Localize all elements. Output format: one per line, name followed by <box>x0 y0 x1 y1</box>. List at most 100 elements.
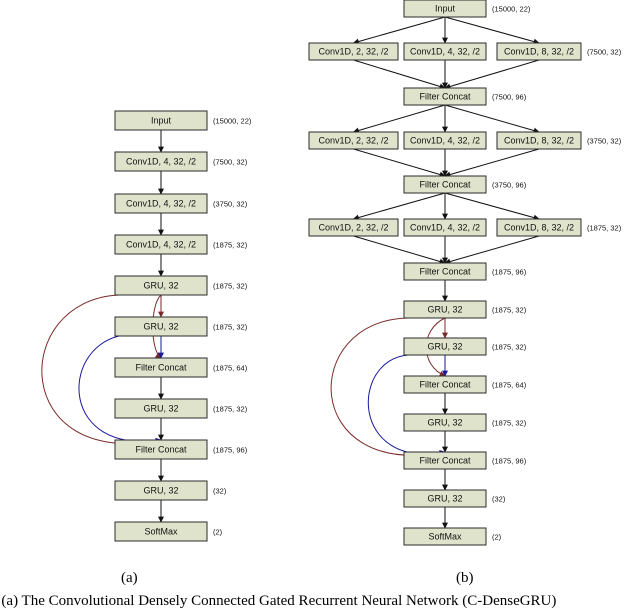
node-box <box>114 193 208 214</box>
edge-b-c1a-to-b-fc1 <box>353 59 446 90</box>
node-a-conv2: Conv1D, 4, 32, /2 (3750, 32) <box>114 193 248 214</box>
node-box <box>114 357 208 378</box>
node-b-fc1: Filter Concat(7500, 96) <box>403 87 527 106</box>
nodes-layer: Input (15000, 22) Conv1D, 4, 32, /2 (7500, … <box>114 0 622 546</box>
node-label: Conv1D, 4, 32, /2 <box>126 240 196 250</box>
node-label: GRU, 32 <box>427 494 462 504</box>
edge-b-fc1-to-b-c2a <box>352 104 446 134</box>
node-box <box>403 451 487 470</box>
edge-b-c3a-to-b-fc3 <box>353 235 446 265</box>
node-box <box>403 131 487 150</box>
edge-b-fc2-to-b-c3a <box>352 192 446 221</box>
node-box <box>114 151 208 172</box>
node-b-input: Input(15000, 22) <box>403 0 531 18</box>
shape-label: (15000, 22) <box>492 5 531 14</box>
shape-label: (1875, 32) <box>492 306 527 315</box>
node-b-c1a: Conv1D, 2, 32, /2 <box>308 42 399 61</box>
edge-b-input-to-b-c1a <box>352 16 446 45</box>
shape-label: (32) <box>213 487 227 496</box>
node-label: SoftMax <box>144 527 178 537</box>
node-box <box>114 316 208 337</box>
node-label: Conv1D, 4, 32, /2 <box>126 199 196 209</box>
shape-label: (3750, 32) <box>213 200 248 209</box>
edge-b-fc1-to-b-c2c <box>444 104 540 134</box>
node-label: Conv1D, 2, 32, /2 <box>318 136 388 146</box>
node-box <box>114 521 208 542</box>
panel-label-a: (a) <box>121 570 138 586</box>
node-box <box>403 87 487 106</box>
node-box <box>403 175 487 194</box>
node-label: GRU, 32 <box>427 342 462 352</box>
node-a-softmax: SoftMax (2) <box>114 521 223 542</box>
edge-b-c2a-to-b-fc2 <box>353 148 446 178</box>
edge-b-c3c-to-b-fc3 <box>444 235 540 265</box>
shape-label: (15000, 22) <box>213 117 252 126</box>
node-box <box>403 527 487 546</box>
node-box <box>403 0 487 18</box>
node-b-c2c: Conv1D, 8, 32, /2(3750, 32) <box>496 131 622 150</box>
edge-b-gru2-to-b-fc5 <box>367 354 446 456</box>
node-label: Conv1D, 4, 32, /2 <box>410 223 480 233</box>
node-label: Conv1D, 8, 32, /2 <box>504 47 574 57</box>
panel-label-b: (b) <box>456 570 474 586</box>
shape-label: (2) <box>213 528 223 537</box>
node-box <box>114 234 208 255</box>
node-label: Conv1D, 2, 32, /2 <box>318 223 388 233</box>
node-box <box>496 218 582 237</box>
node-box <box>496 42 582 61</box>
node-b-fc4: Filter Concat(1875, 64) <box>403 375 527 394</box>
node-b-softmax: SoftMax (2) <box>403 527 502 546</box>
node-b-gru1: GRU, 32 (1875, 32) <box>403 300 527 319</box>
node-b-c2a: Conv1D, 2, 32, /2 <box>308 131 399 150</box>
node-label: GRU, 32 <box>143 486 178 496</box>
shape-label: (2) <box>492 533 502 542</box>
node-label: Input <box>151 116 172 126</box>
node-box <box>308 42 399 61</box>
node-b-c2b: Conv1D, 4, 32, /2 <box>403 131 487 150</box>
node-box <box>114 398 208 419</box>
node-box <box>403 300 487 319</box>
node-a-gru3: GRU, 32 (1875, 32) <box>114 398 248 419</box>
node-label: GRU, 32 <box>143 322 178 332</box>
node-a-input: Input (15000, 22) <box>114 110 252 131</box>
node-b-gru2: GRU, 32 (1875, 32) <box>403 337 527 356</box>
node-box <box>403 413 487 432</box>
shape-label: (1875, 32) <box>213 405 248 414</box>
node-label: GRU, 32 <box>143 404 178 414</box>
shape-label: (1875, 96) <box>492 268 527 277</box>
shape-label: (7500, 32) <box>587 48 622 57</box>
shape-label: (1875, 64) <box>213 364 248 373</box>
shape-label: (1875, 32) <box>213 323 248 332</box>
node-a-concat1: Filter Concat (1875, 64) <box>114 357 248 378</box>
shape-label: (1875, 32) <box>492 343 527 352</box>
node-b-c3c: Conv1D, 8, 32, /2 (1875, 32) <box>496 218 622 237</box>
shape-label: (1875, 32) <box>587 224 622 233</box>
shape-label: (3750, 32) <box>587 137 622 146</box>
node-b-gru3: GRU, 32(1875, 32) <box>403 413 527 432</box>
node-label: GRU, 32 <box>143 281 178 291</box>
node-label: Conv1D, 4, 32, /2 <box>126 157 196 167</box>
node-b-c3a: Conv1D, 2, 32, /2 <box>308 218 399 237</box>
edge-a-gru1-to-a-concat2 <box>41 294 162 444</box>
edge-b-c1c-to-b-fc1 <box>444 59 540 90</box>
node-box <box>403 262 487 281</box>
node-label: SoftMax <box>428 532 462 542</box>
shape-label: (7500, 96) <box>492 93 527 102</box>
shape-label: (1875, 32) <box>492 419 527 428</box>
edge-b-fc2-to-b-c3c <box>444 192 540 221</box>
shape-label: (1875, 96) <box>213 446 248 455</box>
node-label: Conv1D, 8, 32, /2 <box>504 223 574 233</box>
node-box <box>114 439 208 460</box>
edge-b-c2c-to-b-fc2 <box>444 148 540 178</box>
node-a-gru2: GRU, 32 (1875, 32) <box>114 316 248 337</box>
node-b-c3b: Conv1D, 4, 32, /2 <box>403 218 487 237</box>
shape-label: (7500, 32) <box>213 158 248 167</box>
node-label: GRU, 32 <box>427 305 462 315</box>
node-box <box>403 489 487 508</box>
node-label: Filter Concat <box>135 363 187 373</box>
node-label: Filter Concat <box>419 180 471 190</box>
node-box <box>403 42 487 61</box>
shape-label: (1875, 32) <box>213 241 248 250</box>
shape-label: (3750, 96) <box>492 181 527 190</box>
node-label: Filter Concat <box>135 445 187 455</box>
